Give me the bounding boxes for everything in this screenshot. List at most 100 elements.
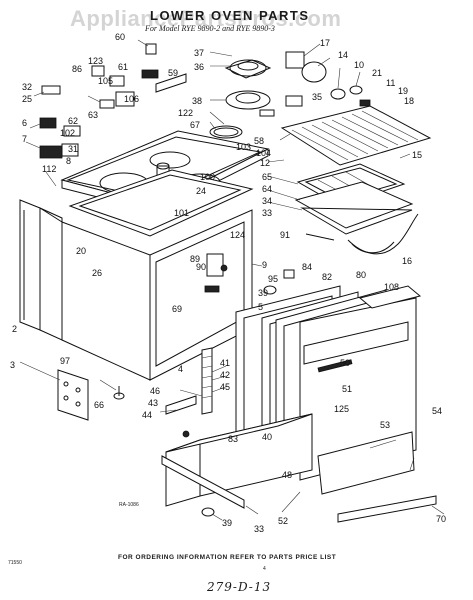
label-8: 8 <box>66 156 71 166</box>
label-95: 95 <box>268 274 278 284</box>
label-124: 124 <box>230 230 245 240</box>
label-12: 12 <box>260 158 270 168</box>
label-59: 59 <box>168 68 178 78</box>
drawer-rail <box>337 495 437 523</box>
label-25: 25 <box>22 94 32 104</box>
label-33-upper: 33 <box>262 208 272 218</box>
label-112: 112 <box>42 164 56 174</box>
label-35: 35 <box>312 92 322 102</box>
broiler-pan <box>294 163 414 235</box>
label-43: 43 <box>148 398 158 408</box>
label-33: 33 <box>254 524 264 534</box>
label-32: 32 <box>22 82 32 92</box>
label-53: 53 <box>380 420 390 430</box>
drawer-glide <box>161 455 245 509</box>
label-83: 83 <box>228 434 238 444</box>
label-101: 101 <box>174 208 189 218</box>
label-50: 50 <box>340 358 350 368</box>
footer-code: 71550 <box>8 560 22 566</box>
label-62: 62 <box>68 116 78 126</box>
leveling-bracket <box>57 369 89 421</box>
label-4: 4 <box>178 364 183 374</box>
sub-top-frame <box>68 169 254 237</box>
label-3: 3 <box>10 360 15 370</box>
label-31: 31 <box>68 144 78 154</box>
diagram-subtitle: For Model RYE 9890-2 and RYE 9890-3 <box>145 24 275 33</box>
label-82: 82 <box>322 272 332 282</box>
label-37: 37 <box>194 48 204 58</box>
label-103: 103 <box>236 142 251 152</box>
label-84: 84 <box>302 262 312 272</box>
label-104: 104 <box>256 148 271 158</box>
diagram-title: LOWER OVEN PARTS <box>150 8 310 23</box>
label-41: 41 <box>220 358 230 368</box>
part-number-labels: 60 37 36 17 14 10 21 11 19 18 123 61 59 … <box>10 32 446 534</box>
door-trim <box>358 285 422 309</box>
label-69: 69 <box>172 304 182 314</box>
door-hinge <box>165 347 213 438</box>
label-2: 2 <box>12 324 17 334</box>
label-89: 89 <box>190 254 200 264</box>
label-100: 100 <box>200 172 215 182</box>
bake-element <box>347 213 419 255</box>
label-17: 17 <box>320 38 330 48</box>
label-38: 38 <box>192 96 202 106</box>
label-15: 15 <box>412 150 422 160</box>
diagram-code: RA-1086 <box>119 502 139 508</box>
label-24: 24 <box>196 186 206 196</box>
label-54: 54 <box>432 406 442 416</box>
upper-components <box>39 43 371 295</box>
oven-rack <box>280 105 432 166</box>
label-105: 105 <box>98 76 113 86</box>
side-panel <box>19 199 41 331</box>
label-125: 125 <box>334 404 349 414</box>
label-97: 97 <box>60 356 70 366</box>
ordering-note: FOR ORDERING INFORMATION REFER TO PARTS … <box>118 554 337 561</box>
label-18: 18 <box>404 96 414 106</box>
handwritten-note: 279-D-13 <box>207 580 272 594</box>
label-91: 91 <box>280 230 290 240</box>
label-20: 20 <box>76 246 86 256</box>
oven-door-outer <box>299 297 417 481</box>
label-52: 52 <box>278 516 288 526</box>
label-16: 16 <box>402 256 412 266</box>
label-70: 70 <box>436 514 446 524</box>
watermark: AppliancePartsPros.com <box>70 6 342 31</box>
label-45: 45 <box>220 382 230 392</box>
label-106: 106 <box>124 94 139 104</box>
label-102: 102 <box>60 128 75 138</box>
label-6: 6 <box>22 118 27 128</box>
label-48: 48 <box>282 470 292 480</box>
leader-lines <box>19 39 445 521</box>
label-11: 11 <box>386 78 395 88</box>
label-122: 122 <box>178 108 193 118</box>
label-60: 60 <box>115 32 125 42</box>
label-10: 10 <box>354 60 364 70</box>
label-61: 61 <box>118 62 128 72</box>
label-9: 9 <box>262 260 267 270</box>
label-7: 7 <box>22 134 27 144</box>
cabinet-body <box>39 207 253 381</box>
label-36: 36 <box>194 62 204 72</box>
label-58: 58 <box>254 136 264 146</box>
label-21: 21 <box>372 68 382 78</box>
leveling-leg <box>113 386 125 400</box>
label-19: 19 <box>398 86 408 96</box>
label-80: 80 <box>356 270 366 280</box>
label-66: 66 <box>94 400 104 410</box>
label-51: 51 <box>342 384 352 394</box>
rod <box>305 233 335 241</box>
label-63: 63 <box>88 110 98 120</box>
label-108: 108 <box>384 282 399 292</box>
label-39: 39 <box>222 518 232 528</box>
label-44: 44 <box>142 410 152 420</box>
drawer-roller <box>201 507 215 517</box>
label-42: 42 <box>220 370 230 380</box>
label-64: 64 <box>262 184 272 194</box>
label-123: 123 <box>88 56 103 66</box>
label-86: 86 <box>72 64 82 74</box>
label-65: 65 <box>262 172 272 182</box>
label-34: 34 <box>262 196 272 206</box>
label-40: 40 <box>262 432 272 442</box>
